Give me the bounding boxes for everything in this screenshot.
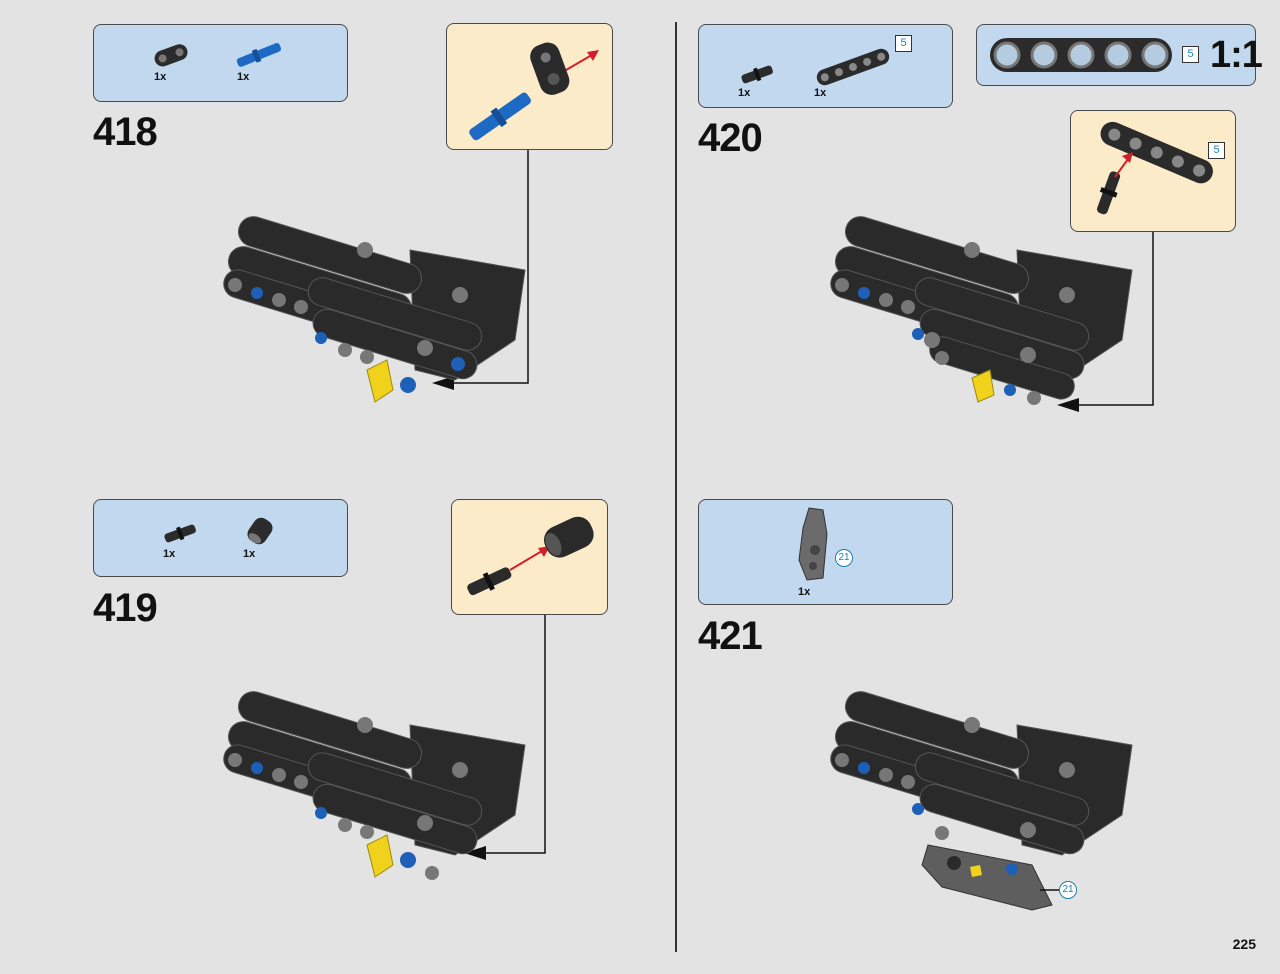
black-beam-5-icon [816, 48, 890, 86]
part-qty: 1x [738, 87, 751, 99]
parts-box-421: 21 1x [698, 499, 953, 605]
callout-419 [451, 499, 608, 615]
scale-label: 1:1 [1210, 34, 1263, 76]
model-assembly-419 [223, 691, 526, 880]
step-number: 418 [93, 110, 158, 154]
part-qty: 1x [798, 586, 811, 598]
black-connector-icon [154, 44, 188, 67]
part-qty: 1x [237, 71, 250, 83]
blue-axle-pin-icon [236, 43, 281, 67]
callout-illustration [469, 42, 599, 141]
beam-length-badge: 5 [1208, 142, 1225, 159]
part-qty: 1x [243, 548, 256, 560]
part-qty: 1x [163, 548, 176, 560]
parts-box-418: 1x 1x [93, 24, 348, 102]
step-number: 421 [698, 614, 763, 658]
page-divider [675, 22, 677, 952]
step-number: 420 [698, 116, 763, 160]
callout-illustration [1096, 121, 1213, 215]
part-qty: 1x [154, 71, 167, 83]
model-assembly-420 [830, 216, 1133, 405]
callout-pointer-418 [432, 150, 529, 390]
parts-box-420: 1x 1x 5 [698, 24, 953, 108]
grey-panel-icon [798, 507, 828, 581]
scale-length-badge: 5 [1182, 46, 1199, 63]
part-qty: 1x [814, 87, 827, 99]
parts-box-419: 1x 1x [93, 499, 348, 577]
callout-pointer-419 [464, 615, 546, 860]
step-number: 419 [93, 586, 158, 630]
black-axle-pin-icon [164, 524, 196, 543]
scale-reference-box: 5 [976, 24, 1256, 86]
callout-pointer-420 [1057, 232, 1154, 412]
page-number: 225 [1232, 936, 1256, 952]
model-assembly-421 [830, 691, 1133, 911]
callout-illustration [467, 516, 594, 596]
part-reference-badge: 21 [1059, 881, 1077, 899]
scale-beam-icon [990, 38, 1172, 72]
black-axle-pin-icon [741, 65, 773, 84]
part-reference-badge: 21 [835, 549, 853, 567]
callout-420: 5 [1070, 110, 1236, 232]
reference-leader-line [1040, 889, 1060, 891]
black-bush-icon [247, 517, 273, 545]
beam-length-badge: 5 [895, 35, 912, 52]
callout-418 [446, 23, 613, 150]
model-assembly-418 [223, 216, 526, 403]
